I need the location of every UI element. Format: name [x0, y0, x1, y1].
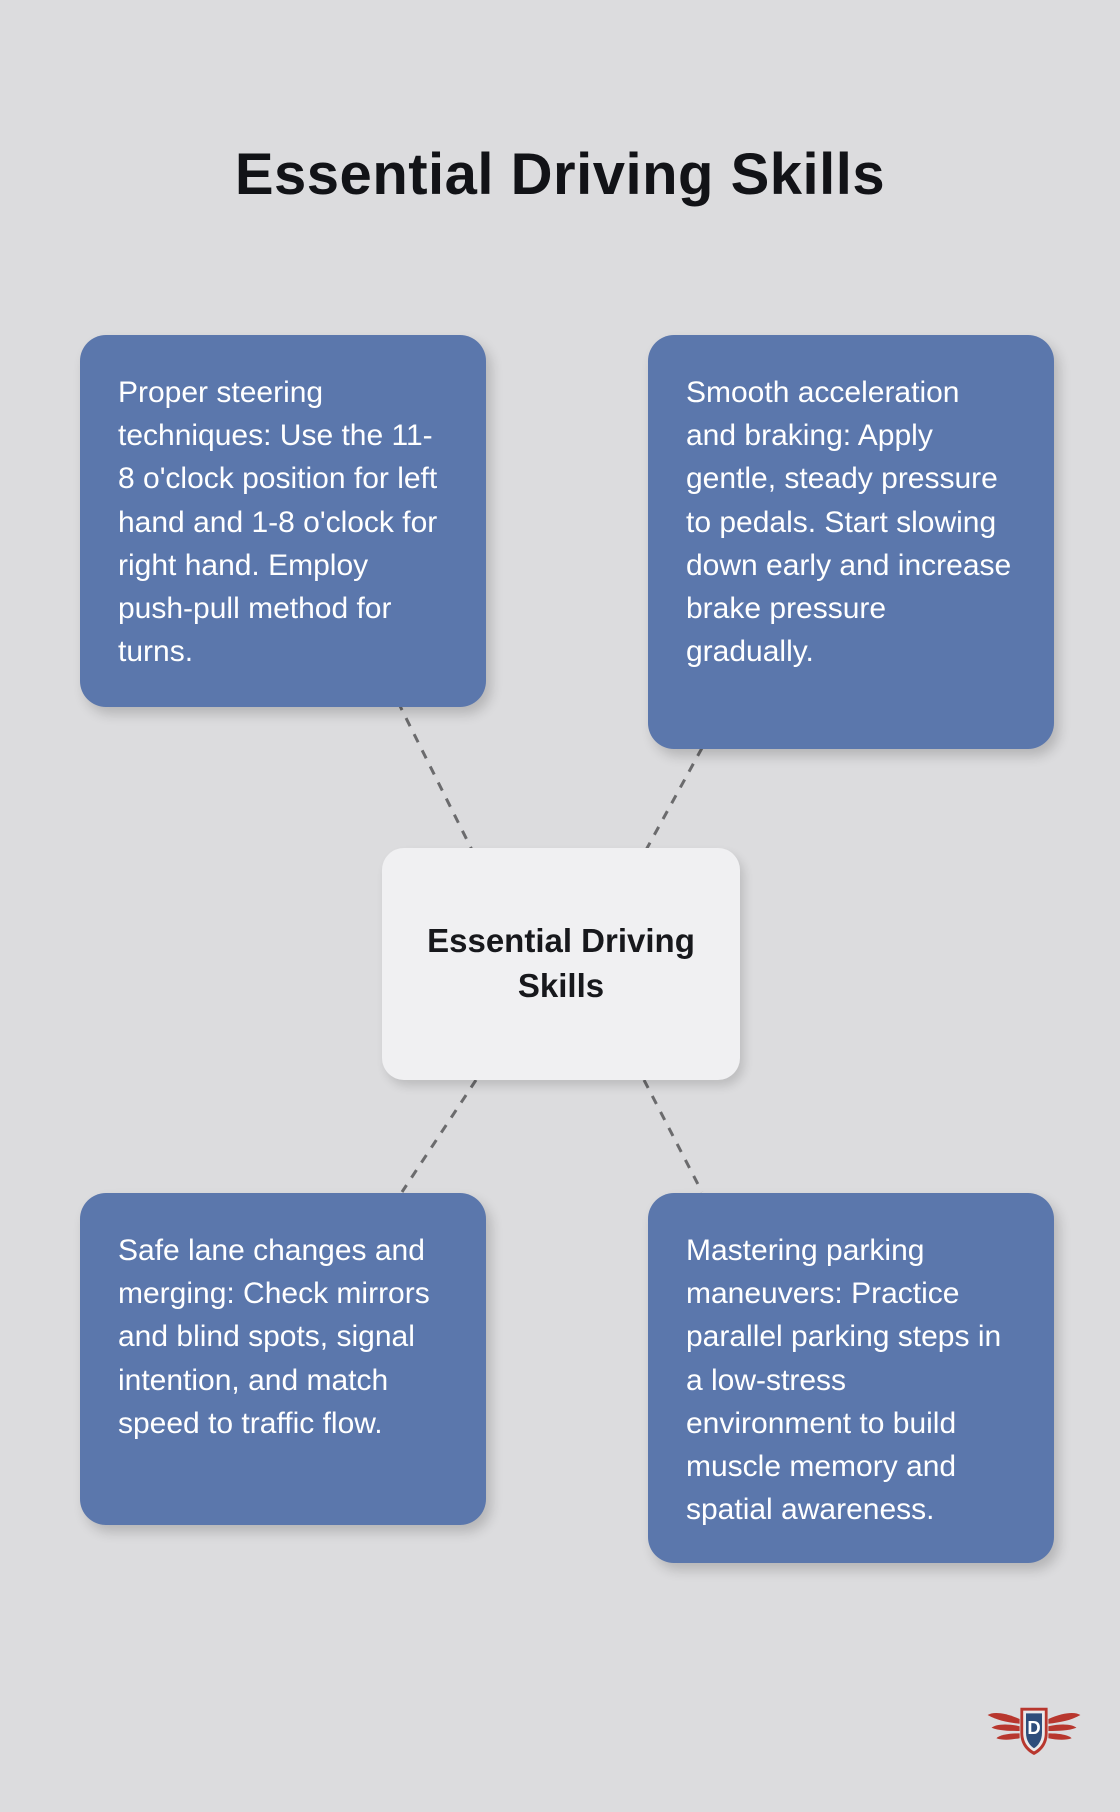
connector-bottom-left — [400, 1079, 478, 1193]
node-smooth-acceleration-braking-text: Smooth acceleration and braking: Apply g… — [686, 376, 1012, 669]
logo-letter: D — [1027, 1717, 1040, 1738]
node-proper-steering-text: Proper steering techniques: Use the 11-8… — [118, 376, 438, 669]
node-safe-lane-changes-text: Safe lane changes and merging: Check mir… — [118, 1234, 430, 1440]
logo-shield-icon: D — [1020, 1707, 1048, 1755]
center-node-label: Essential Driving Skills — [427, 922, 695, 1004]
page-title: Essential Driving Skills — [234, 141, 886, 207]
node-mastering-parking: Mastering parking maneuvers: Practice pa… — [648, 1193, 1054, 1563]
node-safe-lane-changes: Safe lane changes and merging: Check mir… — [80, 1193, 486, 1525]
node-mastering-parking-text: Mastering parking maneuvers: Practice pa… — [686, 1234, 1002, 1527]
logo-right-wing-icon — [1048, 1712, 1081, 1740]
center-node: Essential Driving Skills — [382, 848, 740, 1080]
connector-top-left — [396, 701, 474, 851]
node-smooth-acceleration-braking: Smooth acceleration and braking: Apply g… — [648, 335, 1054, 749]
node-proper-steering: Proper steering techniques: Use the 11-8… — [80, 335, 486, 707]
driving-school-logo: D — [987, 1707, 1081, 1755]
connector-bottom-right — [642, 1079, 704, 1193]
connector-top-right — [644, 747, 704, 851]
logo-left-wing-icon — [987, 1712, 1020, 1740]
